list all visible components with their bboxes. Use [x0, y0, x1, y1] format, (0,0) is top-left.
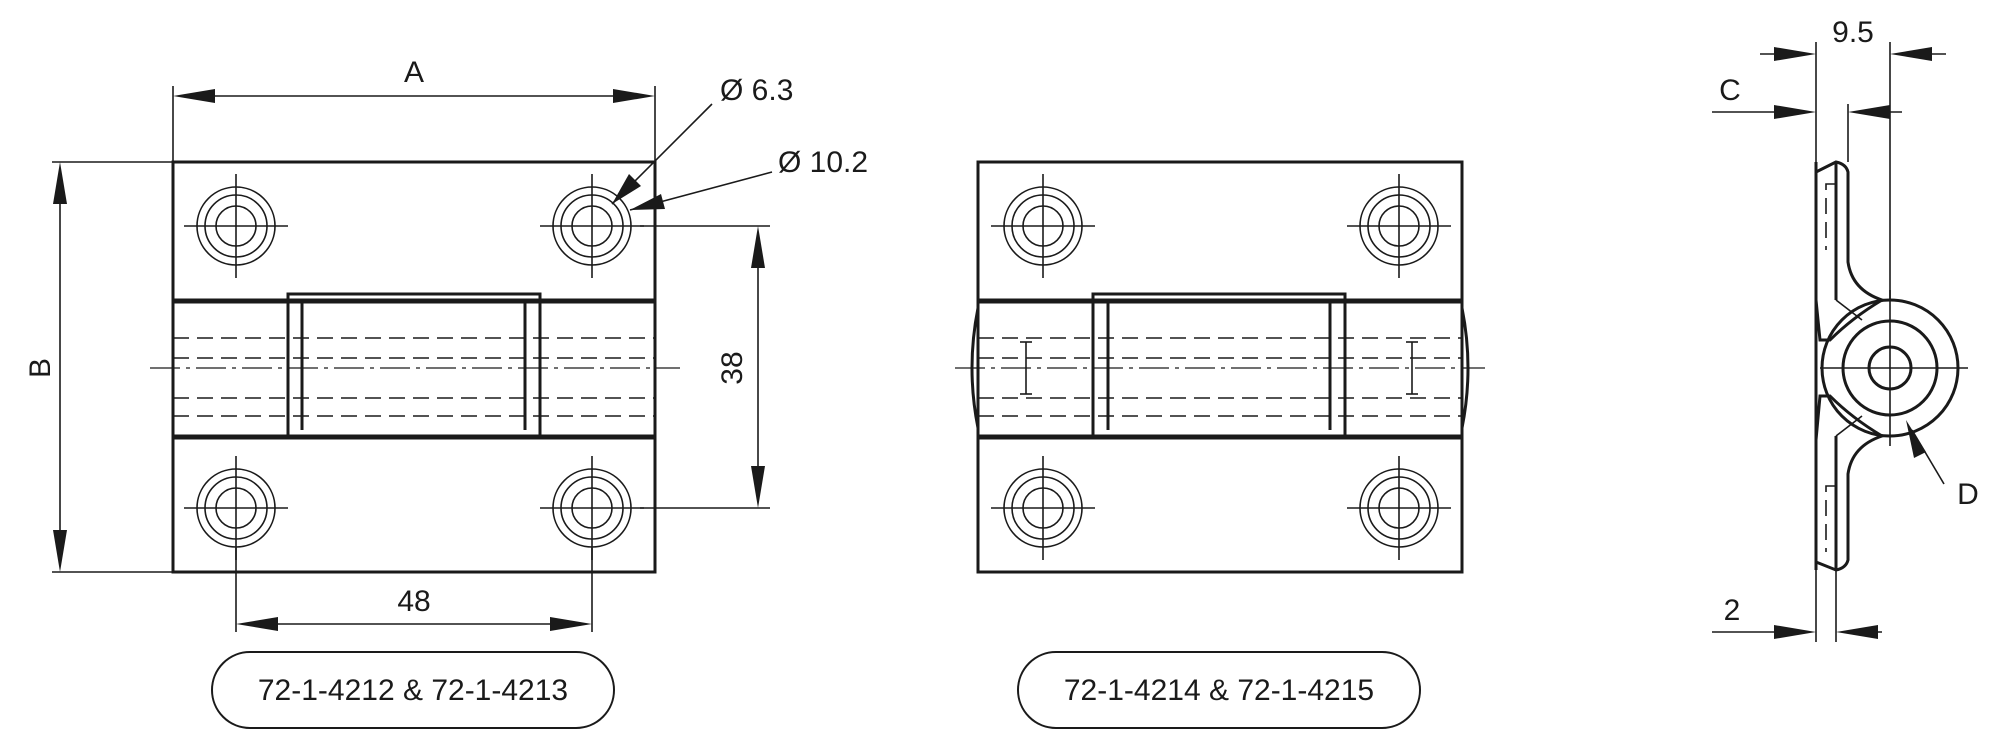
side-c-label: C — [1719, 74, 1741, 107]
right-model-label-box — [1017, 651, 1421, 729]
left-hinge-view: A B 38 48 Ø 6.3 Ø 10.2 72-1-4212 & 72-1- — [24, 56, 868, 729]
dimension-38-label: 38 — [716, 351, 749, 384]
side-width-label: 9.5 — [1832, 16, 1874, 49]
left-hole-top-left — [183, 173, 289, 279]
dimension-b-label: B — [24, 358, 57, 378]
right-bottom-leaf — [976, 436, 1464, 574]
left-model-label-box — [211, 651, 615, 729]
left-model-label: 72-1-4212 & 72-1-4213 — [258, 674, 568, 707]
right-hole-bottom-left — [990, 455, 1096, 561]
right-hole-top-left — [990, 173, 1096, 279]
small-hole-diameter-label: Ø 6.3 — [720, 74, 793, 107]
left-center-knuckle — [286, 292, 542, 438]
side-view: 9.5 C D 2 — [1712, 16, 1979, 642]
right-hinge-view: 72-1-4214 & 72-1-4215 — [955, 160, 1485, 729]
plate-thickness-label: 2 — [1724, 594, 1741, 627]
right-hole-bottom-right — [1346, 455, 1452, 561]
dimension-a-label: A — [404, 56, 424, 89]
left-top-leaf — [171, 160, 657, 304]
dimension-48-label: 48 — [397, 585, 430, 618]
right-hole-top-right — [1346, 173, 1452, 279]
large-hole-diameter-label: Ø 10.2 — [778, 146, 868, 179]
side-d-label: D — [1957, 478, 1979, 511]
left-hole-bottom-left — [183, 455, 289, 561]
right-model-label: 72-1-4214 & 72-1-4215 — [1064, 674, 1374, 707]
right-center-knuckle — [1091, 292, 1347, 438]
left-hole-bottom-right — [539, 455, 645, 561]
left-bottom-leaf — [171, 436, 657, 574]
right-top-leaf — [976, 160, 1464, 304]
